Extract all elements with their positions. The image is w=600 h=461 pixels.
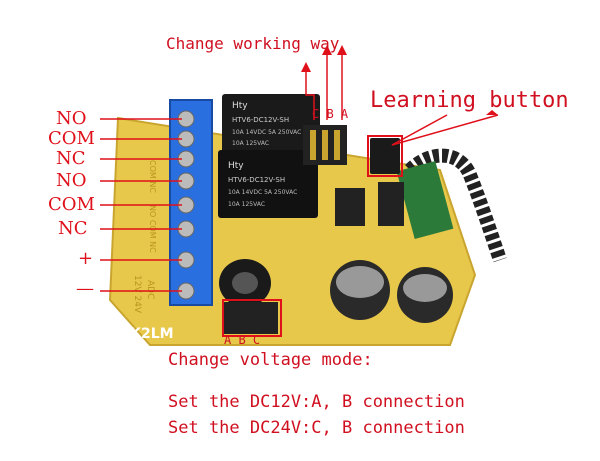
learning-button-part: [370, 138, 400, 174]
terminal-label-no-2: NO: [56, 170, 87, 191]
relay-top-brand: Hty: [232, 101, 248, 111]
abc-label: A B C: [224, 333, 261, 347]
silk-voltage: 12V 24V: [132, 275, 142, 314]
ic-chip-2: [378, 182, 404, 226]
relay-bottom: Hty HTV6-DC12V-SH 10A 14VDC 5A 250VAC 10…: [218, 150, 318, 218]
terminal-label-com-1: COM: [48, 128, 95, 149]
relay-bottom-rating: 10A 14VDC 5A 250VAC: [228, 189, 297, 196]
terminal-block: [169, 99, 213, 306]
relay-top-rating: 10A 14VDC 5A 250VAC: [232, 129, 301, 136]
terminal-label-minus: —: [76, 278, 94, 299]
ic-chip-1: [335, 188, 365, 226]
jumper-pins-cba: [303, 125, 347, 165]
board-brand: ZK2LM: [120, 326, 174, 342]
working-way-label: Change working way: [166, 34, 340, 53]
silk-com-nc: COM NC: [148, 160, 157, 193]
antenna-coil: [405, 148, 507, 263]
terminal-label-com-2: COM: [48, 194, 95, 215]
rf-module: [396, 161, 454, 239]
dc24v-instruction: Set the DC24V:C, B connection: [168, 418, 465, 438]
capacitor-1: [330, 260, 390, 320]
relay-bottom-brand: Hty: [228, 161, 244, 171]
learning-button-label: Learning button: [370, 88, 569, 113]
learning-button-highlight: [367, 135, 403, 177]
terminal-label-no-1: NO: [56, 108, 87, 129]
arrow-heads: [301, 45, 498, 115]
relay-top: Hty HTV6-DC12V-SH 10A 14VDC 5A 250VAC 10…: [222, 94, 320, 156]
silk-adc: ADC: [145, 280, 155, 299]
relay-top-rating2: 10A 125VAC: [232, 140, 269, 147]
terminal-label-plus: +: [78, 248, 94, 269]
terminal-label-nc-2: NC: [58, 218, 88, 239]
terminal-label-nc-1: NC: [56, 148, 86, 169]
cba-label: C B A: [312, 107, 349, 121]
relay-top-model: HTV6-DC12V-SH: [232, 116, 289, 124]
relay-bottom-rating2: 10A 125VAC: [228, 201, 265, 208]
dc12v-instruction: Set the DC12V:A, B connection: [168, 392, 465, 412]
voltage-mode-caption: Change voltage mode:: [168, 350, 373, 370]
capacitor-2: [397, 267, 453, 323]
relay-bottom-model: HTV6-DC12V-SH: [228, 176, 285, 184]
voltage-jumper-abc: [223, 302, 278, 334]
